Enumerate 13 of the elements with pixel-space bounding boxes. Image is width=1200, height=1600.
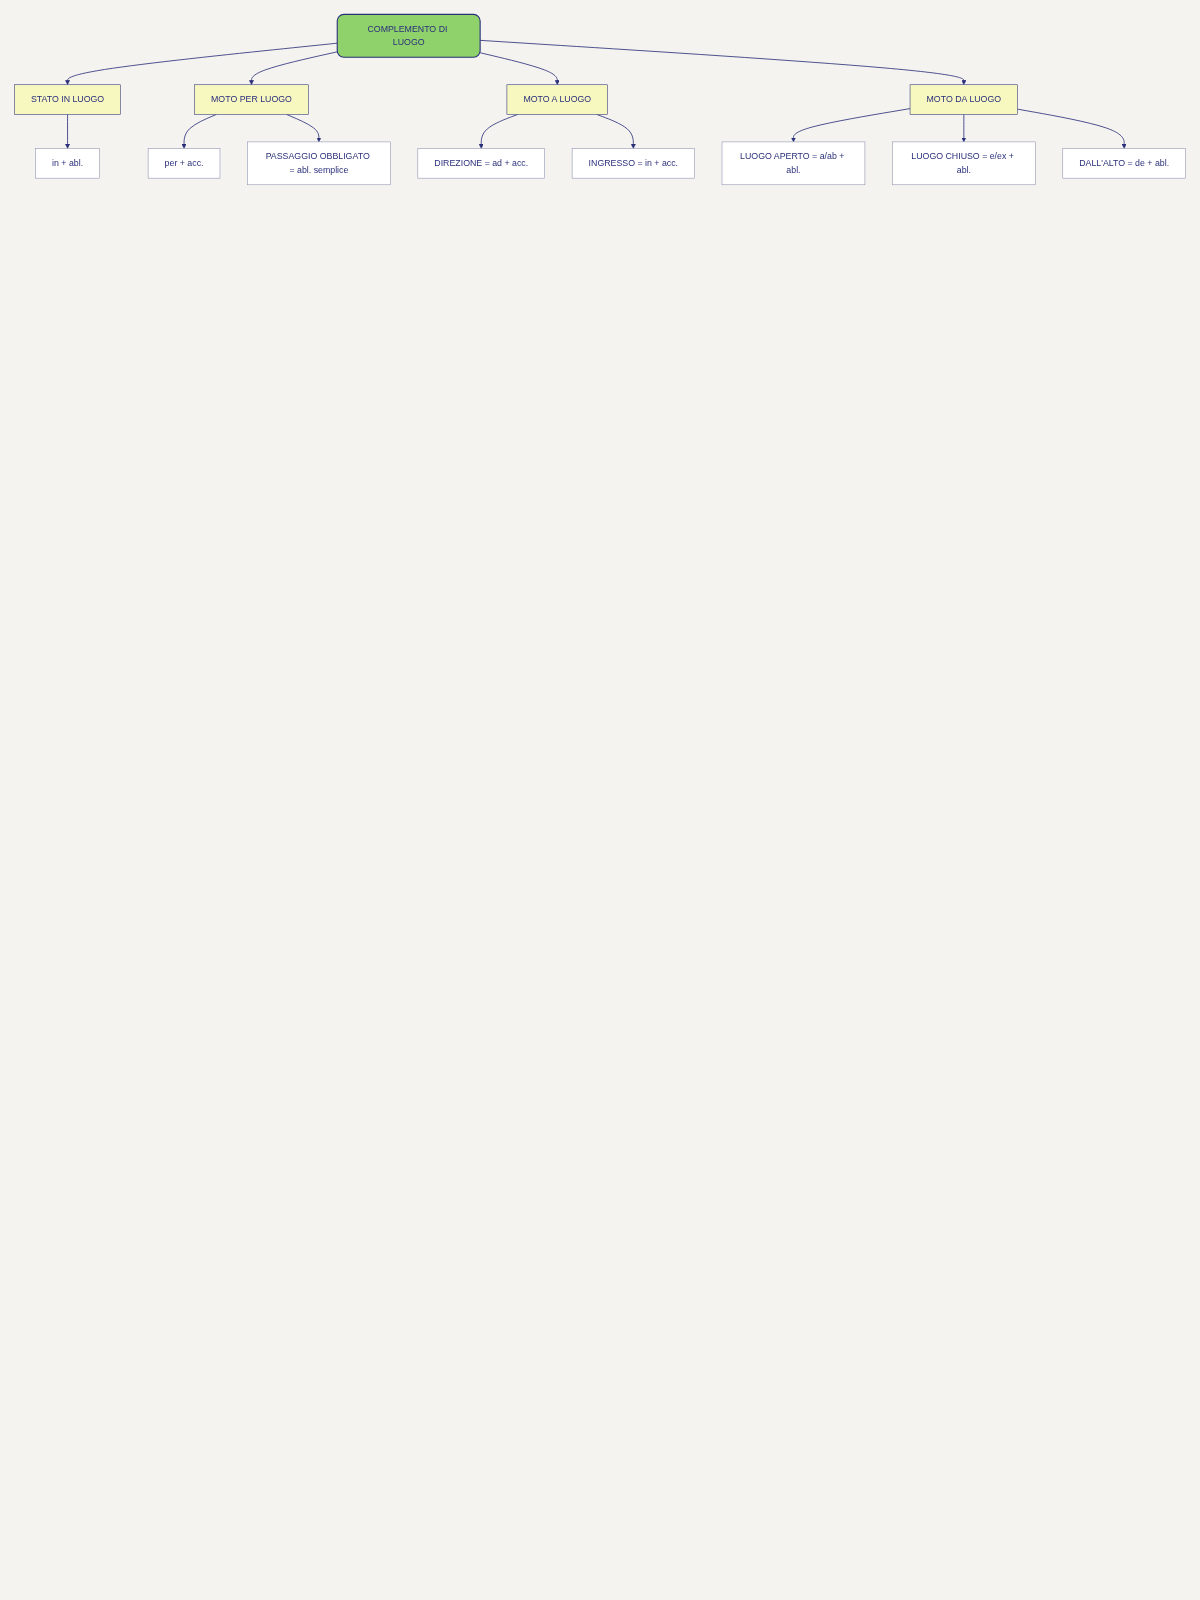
node-box: DIREZIONE = ad + acc. [417, 148, 545, 179]
node-box: COMPLEMENTO DI LUOGO [336, 13, 481, 58]
node-box: in + abl. [35, 148, 100, 179]
node-box: per + acc. [147, 148, 221, 179]
node-box: LUOGO APERTO = a/ab + abl. [721, 141, 866, 186]
node-box: LUOGO CHIUSO = e/ex + abl. [892, 141, 1036, 186]
node-box: PASSAGGIO OBBLIGATO = abl. semplice [247, 141, 391, 186]
node-box: DALL'ALTO = de + abl. [1062, 148, 1186, 179]
node-box: MOTO DA LUOGO [909, 84, 1018, 115]
node-box: STATO IN LUOGO [14, 84, 121, 115]
node-box: MOTO A LUOGO [506, 84, 608, 115]
node-box: MOTO PER LUOGO [194, 84, 309, 115]
node-box: INGRESSO = in + acc. [571, 148, 695, 179]
